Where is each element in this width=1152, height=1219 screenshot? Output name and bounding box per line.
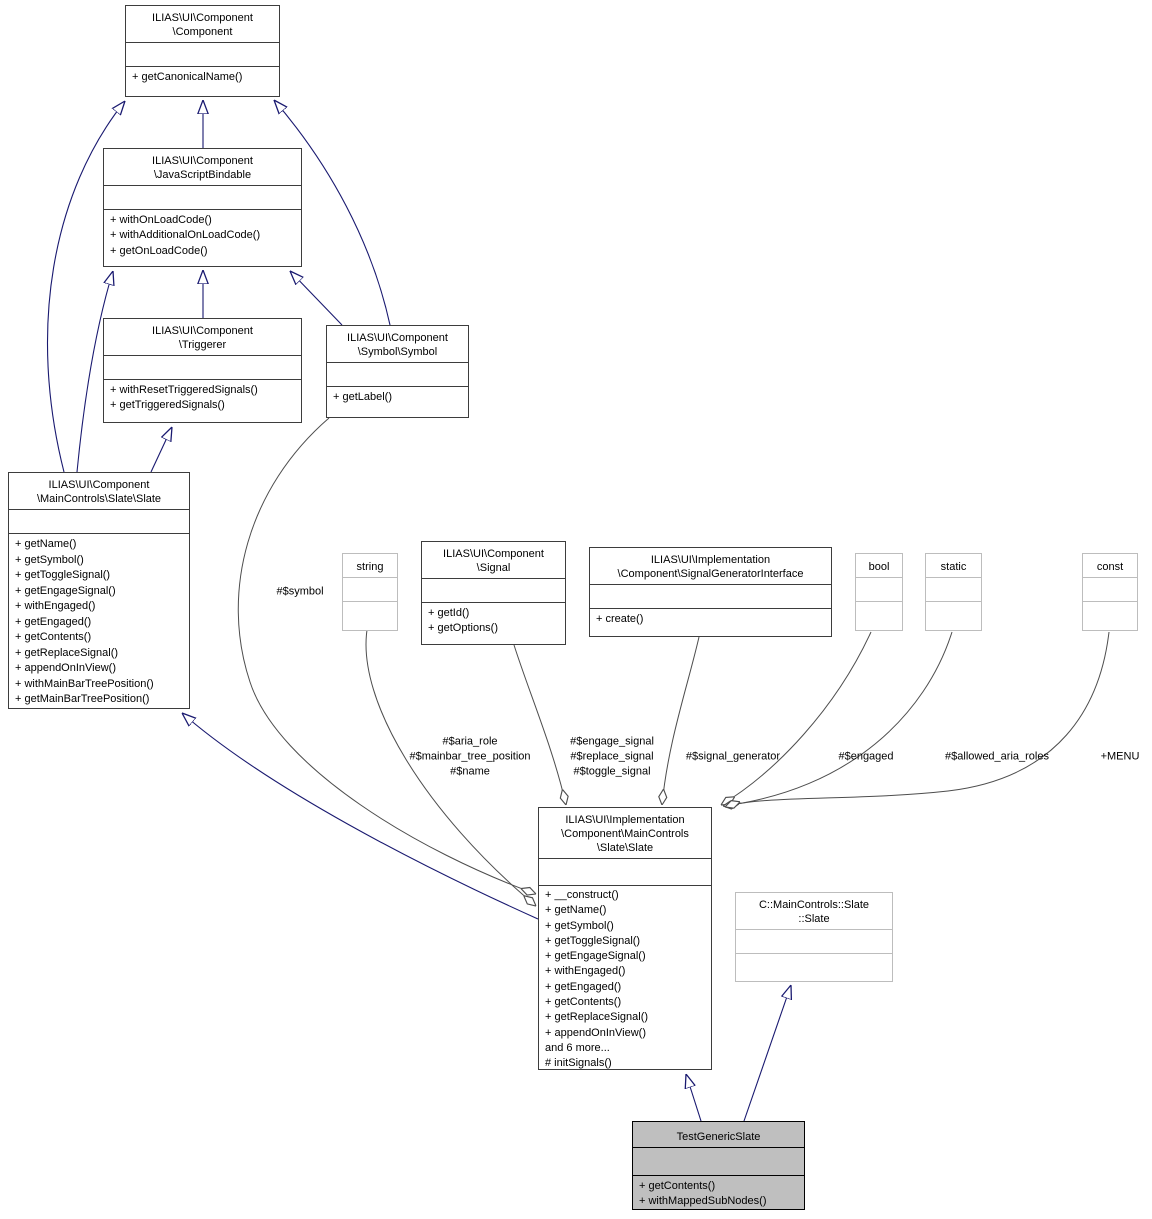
class-methods: + getCanonicalName() (132, 71, 243, 83)
class-empty-section (104, 186, 301, 210)
class-empty-section (1083, 602, 1137, 630)
class-title: ILIAS\UI\Implementation \Component\Signa… (590, 548, 831, 585)
class-title: ILIAS\UI\Component \Signal (422, 542, 565, 579)
class-empty-section (736, 930, 892, 954)
class-empty-section (856, 602, 902, 630)
class-empty-section (327, 363, 468, 387)
edge-label-engaged: #$engaged (838, 750, 894, 763)
class-empty-section (9, 510, 189, 534)
class-empty-section (539, 859, 711, 886)
edge-label-signal-members: #$engage_signal #$replace_signal #$toggl… (570, 735, 654, 778)
edge-slate-to-jsbindable (76, 271, 113, 473)
edge-symbol-to-component (274, 100, 391, 326)
edge-implslate-to-slate (182, 713, 539, 920)
class-box-implementation-slate[interactable]: ILIAS\UI\Implementation \Component\MainC… (538, 807, 712, 1070)
class-title: const (1083, 554, 1137, 578)
class-empty-section (856, 578, 902, 602)
class-box-c-maincontrols-slate[interactable]: C::MainControls::Slate ::Slate (735, 892, 893, 982)
class-empty-section (633, 1148, 804, 1176)
class-box-test-generic-slate[interactable]: TestGenericSlate + getContents() + withM… (632, 1121, 805, 1210)
class-title: static (926, 554, 981, 578)
class-methods: + getId() + getOptions() (428, 607, 499, 635)
class-box-slate-interface[interactable]: ILIAS\UI\Component \MainControls\Slate\S… (8, 472, 190, 709)
class-methods: + withResetTriggeredSignals() + getTrigg… (110, 384, 258, 412)
class-empty-section (926, 578, 981, 602)
class-box-signal[interactable]: ILIAS\UI\Component \Signal + getId() + g… (421, 541, 566, 645)
edge-label-allowed-aria-roles: #$allowed_aria_roles (945, 750, 1049, 763)
class-methods: + getContents() + withMappedSubNodes() (639, 1180, 767, 1208)
edge-signal-members (513, 644, 566, 805)
class-box-symbol[interactable]: ILIAS\UI\Component \Symbol\Symbol + getL… (326, 325, 469, 418)
class-box-triggerer[interactable]: ILIAS\UI\Component \Triggerer + withRese… (103, 318, 302, 423)
edge-bool-member (721, 631, 872, 805)
class-empty-section (736, 954, 892, 981)
class-empty-section (1083, 578, 1137, 602)
class-box-signal-generator-interface[interactable]: ILIAS\UI\Implementation \Component\Signa… (589, 547, 832, 637)
class-box-component[interactable]: ILIAS\UI\Component \Component + getCanon… (125, 5, 280, 97)
class-empty-section (343, 578, 397, 602)
class-title: ILIAS\UI\Component \JavaScriptBindable (104, 149, 301, 186)
edge-symbol-member (237, 417, 536, 894)
class-title: ILIAS\UI\Component \Triggerer (104, 319, 301, 356)
edge-symbol-to-jsbindable (290, 271, 343, 326)
class-empty-section (343, 602, 397, 630)
class-empty-section (422, 579, 565, 603)
class-title: ILIAS\UI\Implementation \Component\MainC… (539, 808, 711, 859)
class-empty-section (104, 356, 301, 380)
class-methods: + create() (596, 613, 644, 625)
edge-label-symbol: #$symbol (276, 585, 324, 598)
class-title: ILIAS\UI\Component \Component (126, 6, 279, 43)
class-title: ILIAS\UI\Component \Symbol\Symbol (327, 326, 468, 363)
class-title: C::MainControls::Slate ::Slate (736, 893, 892, 930)
class-empty-section (126, 43, 279, 67)
class-empty-section (926, 602, 981, 630)
class-box-static[interactable]: static (925, 553, 982, 631)
edge-label-menu: +MENU (1100, 750, 1140, 763)
class-title: TestGenericSlate (633, 1122, 804, 1148)
class-methods: + __construct() + getName() + getSymbol(… (545, 889, 649, 1070)
edge-test-to-implslate (686, 1074, 702, 1122)
class-title: bool (856, 554, 902, 578)
class-methods: + getLabel() (333, 391, 393, 403)
edge-string-members (365, 629, 536, 906)
edge-const-member (725, 631, 1110, 807)
edge-label-signal-generator: #$signal_generator (685, 750, 781, 763)
class-title: string (343, 554, 397, 578)
class-box-bool[interactable]: bool (855, 553, 903, 631)
class-title: ILIAS\UI\Component \MainControls\Slate\S… (9, 473, 189, 510)
edge-signal-generator-member (662, 636, 700, 805)
edge-label-string-members: #$aria_role #$mainbar_tree_position #$na… (409, 735, 531, 778)
class-methods: + withOnLoadCode() + withAdditionalOnLoa… (110, 214, 261, 257)
class-methods: + getName() + getSymbol() + getToggleSig… (15, 538, 154, 705)
class-empty-section (590, 585, 831, 609)
class-box-javascriptbindable[interactable]: ILIAS\UI\Component \JavaScriptBindable +… (103, 148, 302, 267)
edge-static-member (723, 631, 953, 806)
edge-test-to-cslate (743, 985, 791, 1122)
edge-slate-to-triggerer (150, 427, 172, 473)
class-box-string[interactable]: string (342, 553, 398, 631)
class-box-const[interactable]: const (1082, 553, 1138, 631)
edge-slate-to-component (47, 101, 125, 473)
